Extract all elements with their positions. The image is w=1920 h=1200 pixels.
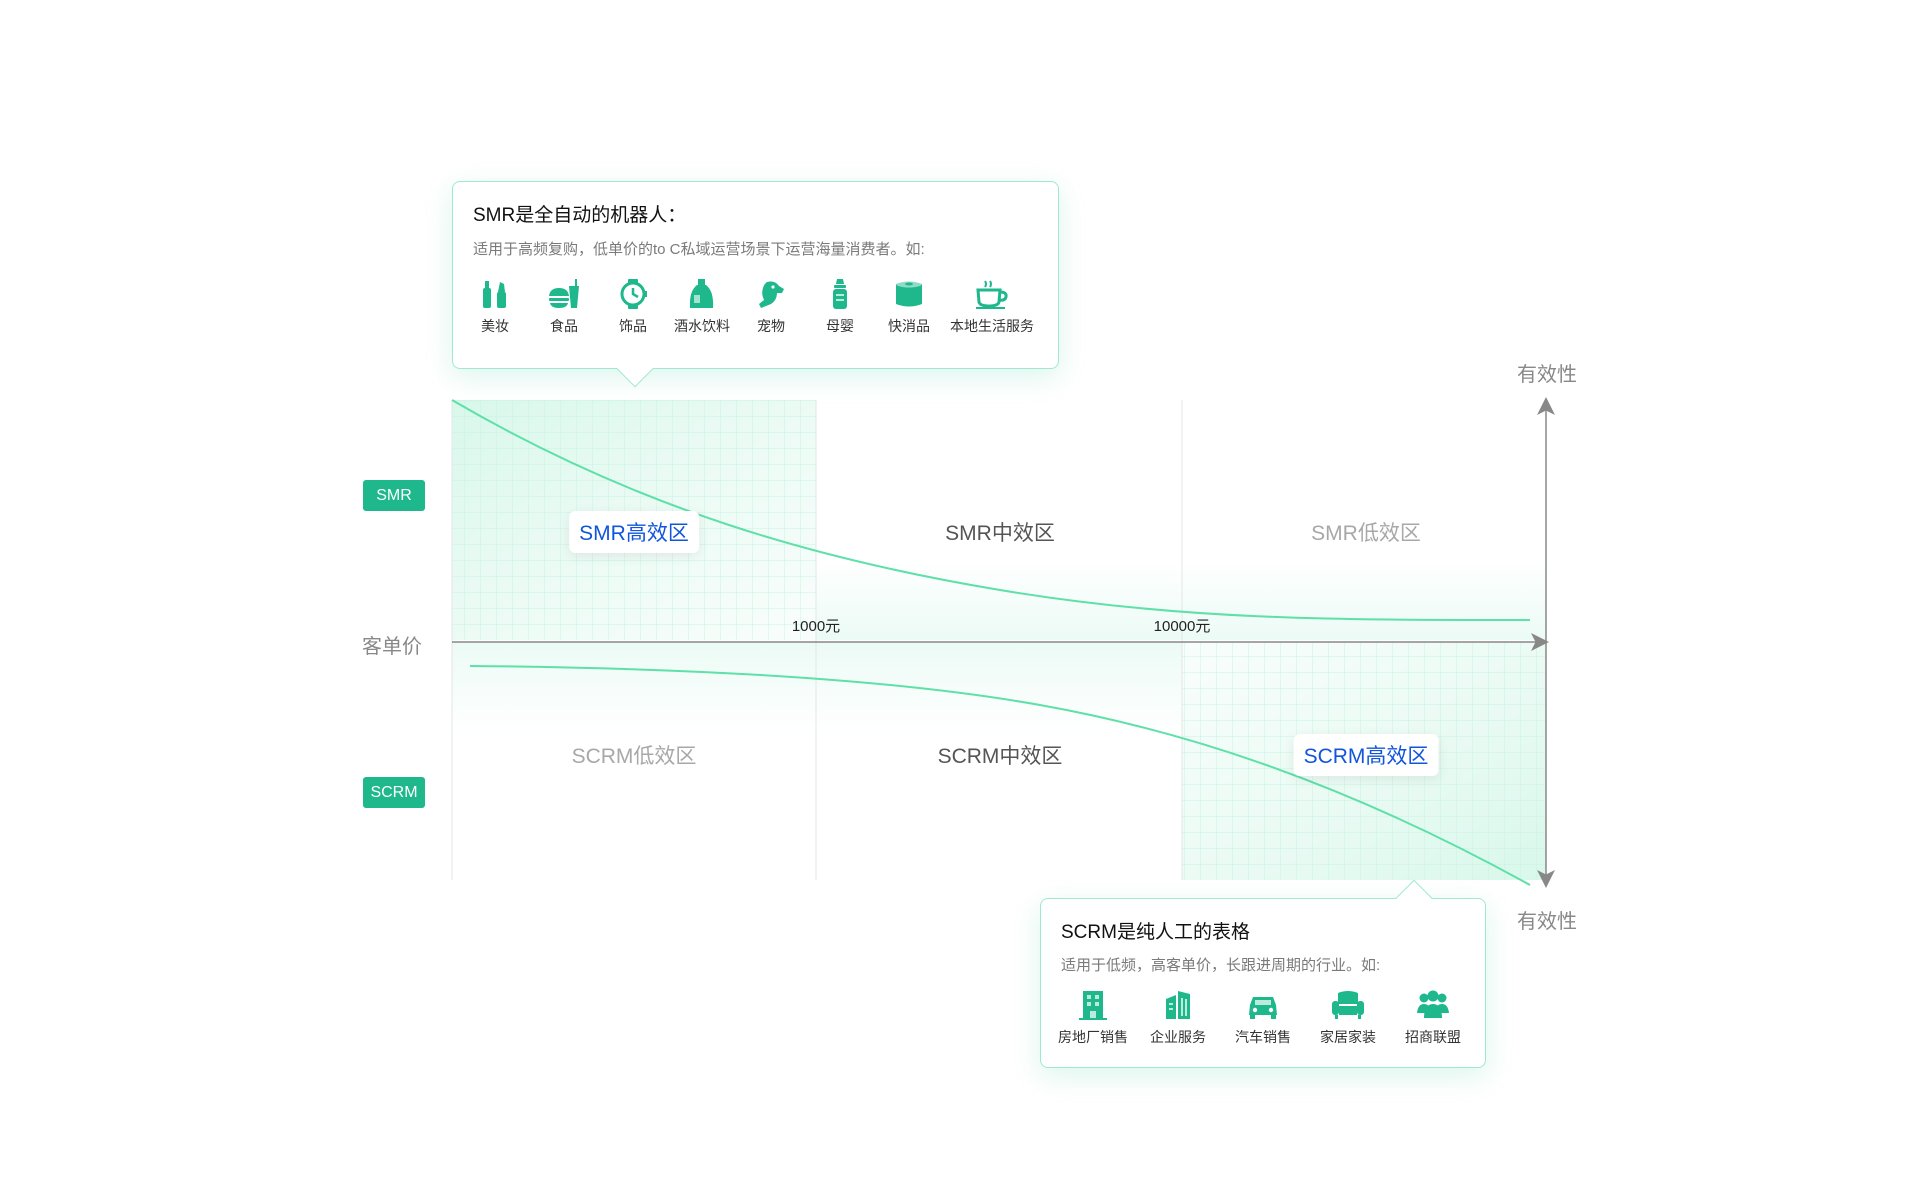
scrm-callout-desc: 适用于低频，高客单价，长跟进周期的行业。如: (1061, 957, 1381, 974)
scrm-fade-band (452, 642, 1182, 732)
industry-item-home: 家居家装 (1308, 989, 1388, 1047)
people-icon (1417, 990, 1449, 1018)
smr-curve (451, 399, 1531, 621)
scrm-high-zone-label: SCRM高效区 (1293, 734, 1439, 776)
industry-item-enterprise: 企业服务 (1138, 989, 1218, 1047)
scrm-callout-title: SCRM是纯人工的表格 (1061, 922, 1250, 943)
industry-label: 汽车销售 (1235, 1029, 1291, 1045)
industry-label: 本地生活服务 (950, 318, 1034, 334)
cosmetics-icon (483, 281, 506, 308)
industry-label: 宠物 (757, 318, 785, 334)
smr-callout-title: SMR是全自动的机器人： (473, 205, 687, 226)
industry-label: 食品 (550, 318, 578, 334)
car-icon (1249, 997, 1277, 1019)
tick-1000: 1000元 (791, 618, 841, 635)
industry-label: 酒水饮料 (674, 318, 730, 334)
industry-item-auto: 汽车销售 (1223, 989, 1303, 1047)
industry-item-real-estate: 房地厂销售 (1053, 989, 1133, 1047)
tissue-roll-icon (896, 280, 922, 307)
industry-label: 母婴 (826, 318, 854, 334)
industry-label: 招商联盟 (1405, 1029, 1461, 1045)
industry-label: 企业服务 (1150, 1029, 1206, 1045)
scrm-tag: SCRM (363, 777, 425, 808)
industry-item-drinks: 酒水饮料 (664, 278, 740, 336)
y-axis-top-label: 有效性 (1517, 364, 1577, 386)
sofa-icon (1332, 991, 1364, 1019)
smr-mid-zone-label: SMR中效区 (945, 522, 1055, 545)
industry-item-cosmetics: 美妆 (463, 278, 527, 336)
building-icon (1079, 991, 1107, 1020)
industry-item-fmcg: 快消品 (877, 278, 941, 336)
coffee-cup-icon (976, 280, 1008, 309)
industry-item-baby: 母婴 (808, 278, 872, 336)
dog-icon (759, 281, 784, 308)
x-axis-label: 客单价 (362, 636, 422, 658)
smr-high-zone-label: SMR高效区 (569, 511, 699, 553)
industry-label: 房地厂销售 (1058, 1029, 1128, 1045)
tick-10000: 10000元 (1153, 618, 1211, 635)
industry-item-food: 食品 (532, 278, 596, 336)
industry-label: 饰品 (619, 318, 647, 334)
scrm-mid-zone-label: SCRM中效区 (937, 745, 1063, 768)
industry-item-franchise: 招商联盟 (1393, 989, 1473, 1047)
smr-callout: SMR是全自动的机器人： 适用于高频复购，低单价的to C私域运营场景下运营海量… (452, 181, 1059, 388)
scrm-low-zone-label: SCRM低效区 (571, 745, 697, 768)
industry-item-pets: 宠物 (739, 278, 803, 336)
industry-label: 美妆 (481, 318, 509, 334)
watch-icon (620, 279, 647, 309)
smr-low-zone-label: SMR低效区 (1311, 522, 1421, 545)
smr-tag: SMR (363, 480, 425, 511)
office-icon (1166, 991, 1190, 1019)
scrm-curve (469, 665, 1531, 886)
y-axis-bottom-label: 有效性 (1517, 911, 1577, 933)
industry-item-accessories: 饰品 (601, 278, 665, 336)
smr-fade-band (816, 560, 1546, 640)
food-icon (549, 279, 579, 308)
bottle-icon (689, 279, 714, 308)
baby-bottle-icon (833, 279, 847, 309)
industry-item-local-services: 本地生活服务 (940, 278, 1044, 336)
scrm-callout: SCRM是纯人工的表格 适用于低频，高客单价，长跟进周期的行业。如: 房地厂销售 (1040, 879, 1486, 1068)
industry-label: 家居家装 (1320, 1029, 1376, 1045)
smr-callout-desc: 适用于高频复购，低单价的to C私域运营场景下运营海量消费者。如: (473, 241, 925, 258)
industry-label: 快消品 (888, 318, 930, 334)
